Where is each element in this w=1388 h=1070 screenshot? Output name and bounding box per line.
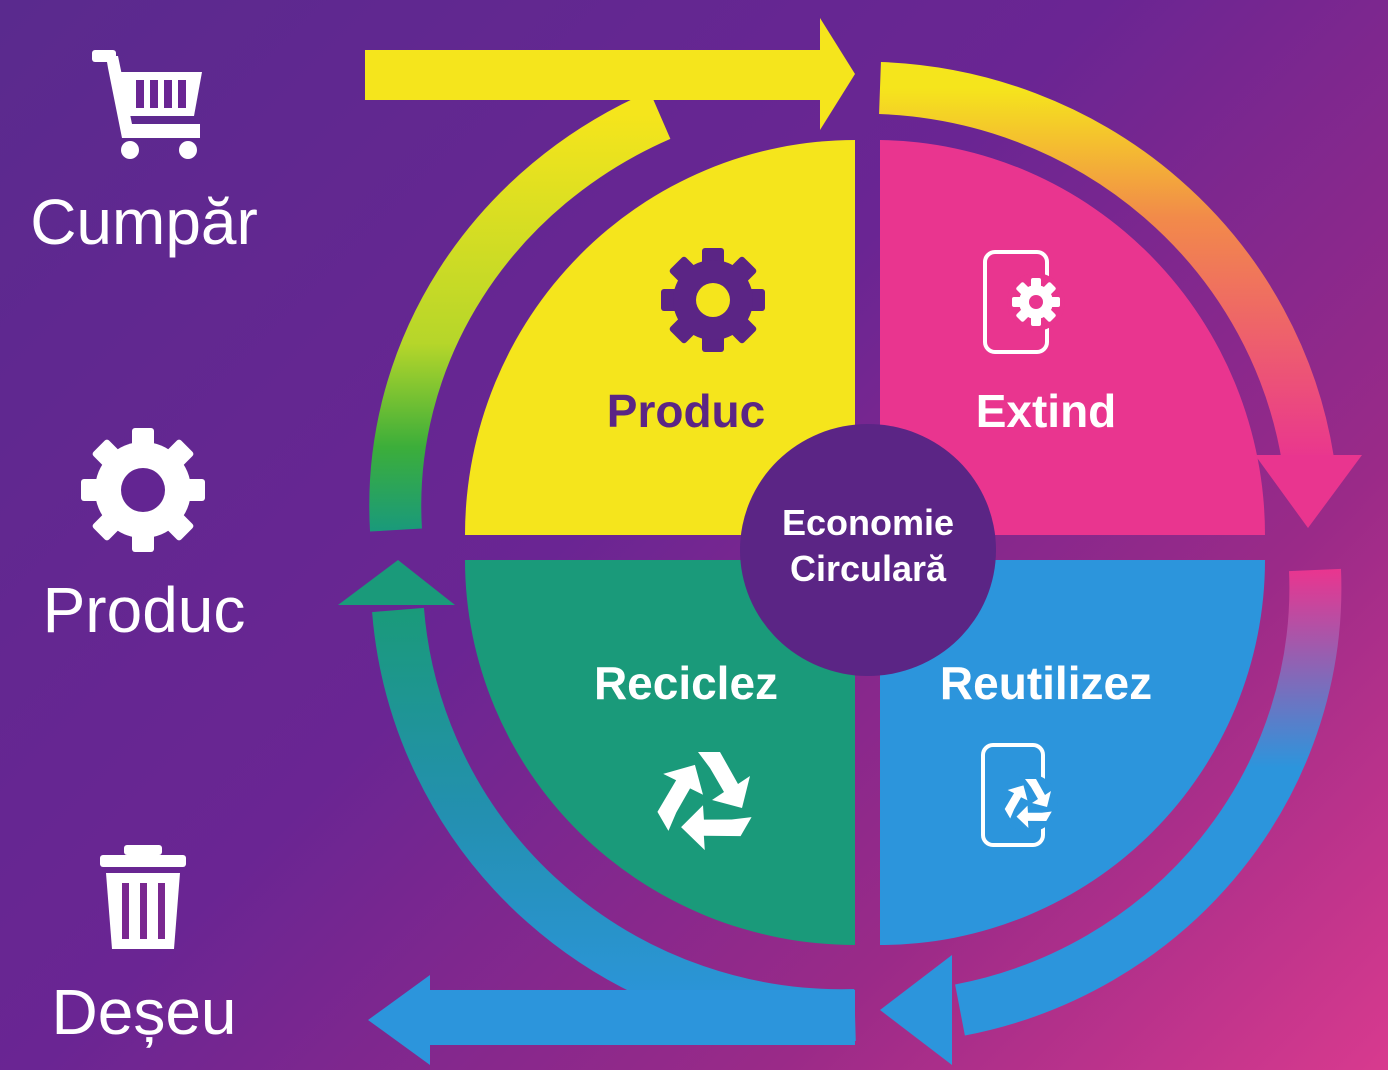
quadrant-produc <box>465 140 855 535</box>
quadrant-extind-label: Extind <box>975 385 1117 437</box>
quadrant-extind <box>880 140 1265 535</box>
trash-bin-icon <box>100 845 186 949</box>
arrowhead-bottom-left <box>880 955 952 1065</box>
linear-arrow-bottom <box>368 975 855 1065</box>
shopping-cart-icon <box>92 50 202 159</box>
center-circle <box>740 424 996 676</box>
linear-step-deseu-label: Deșeu <box>51 976 237 1048</box>
center-title-line2: Circulară <box>789 548 947 589</box>
quadrant-reutilizez <box>880 560 1265 945</box>
ring-arrow-top-right <box>879 62 1334 465</box>
phone-recycle-icon <box>981 743 1058 847</box>
gear-icon <box>661 248 765 352</box>
arrowhead-right-down <box>1255 455 1362 528</box>
gear-icon <box>81 428 205 552</box>
quadrant-reciclez <box>465 560 855 945</box>
quadrant-reciclez-label: Reciclez <box>593 657 779 709</box>
linear-step-cumpar-label: Cumpăr <box>30 186 258 258</box>
quadrant-produc-label: Produc <box>606 385 766 437</box>
linear-step-produc-label: Produc <box>42 574 246 646</box>
quadrant-reutilizez-label: Reutilizez <box>939 657 1153 709</box>
ring-arrow-left-top <box>369 91 671 532</box>
center-title: Economie Circulară <box>748 500 988 592</box>
center-title-line1: Economie <box>781 502 955 543</box>
arrowhead-left-up <box>338 560 455 605</box>
recycle-icon <box>657 752 752 851</box>
ring-arrow-right-bottom <box>955 568 1342 1036</box>
phone-gear-icon <box>983 250 1065 354</box>
linear-arrow-top <box>365 18 855 130</box>
